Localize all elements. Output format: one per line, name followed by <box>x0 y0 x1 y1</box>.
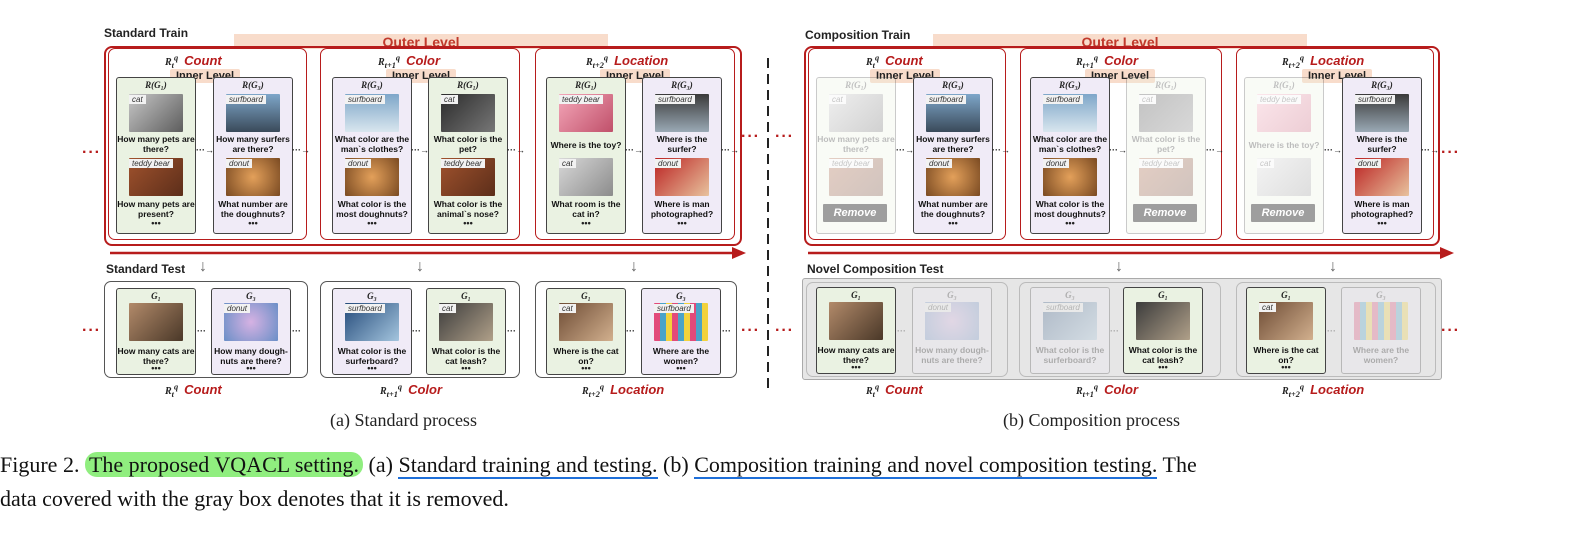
remove-badge: Remove <box>1251 204 1315 222</box>
test-card: G₁ What color is the cat leash? ••• <box>1123 287 1203 374</box>
removed-test-card: G₃ surfboard What color is the surferboa… <box>1030 287 1110 374</box>
test-gray-region <box>802 278 1442 380</box>
removed-test-card: G₃ Where are the women? <box>1341 287 1421 374</box>
subcaption-composition: (b) Composition process <box>1003 410 1180 430</box>
standard-test-title: Standard Test <box>106 262 186 276</box>
test-card: G₁ How many cats are there? ••• <box>816 287 896 374</box>
divider-dashed <box>767 58 769 388</box>
down-arrow-icon: ↓ <box>630 258 638 275</box>
ellipsis-right-panel-test-end: ··· <box>1441 322 1460 339</box>
composition-train-title: Composition Train <box>805 28 911 42</box>
train-card: R(G₃) surfboard What color are the man`s… <box>332 77 412 234</box>
test-box-color-right <box>1019 282 1221 377</box>
train-card: R(G₃) surfboard Where is the surfer? don… <box>642 77 722 234</box>
caption-highlight: The proposed VQACL setting. <box>84 452 364 477</box>
ellipsis-right-test: ··· <box>741 322 760 339</box>
caption-part-b: Composition training and novel compositi… <box>694 452 1158 479</box>
remove-badge: Remove <box>823 204 887 222</box>
test-card: G₁ How many cats are there? ••• <box>116 288 196 375</box>
test-box-location-right <box>1236 282 1436 377</box>
ellipsis-right-panel-test-start: ··· <box>775 322 794 339</box>
ellipsis-left: ··· <box>82 144 101 161</box>
down-arrow-icon: ↓ <box>1329 258 1337 275</box>
timeline-arrow-left <box>110 247 746 259</box>
ellipsis-left-test: ··· <box>82 322 101 339</box>
train-card: R(G₃) surfboard What color are the man`s… <box>1030 77 1110 234</box>
figure-caption-line2: data covered with the gray box denotes t… <box>0 486 509 511</box>
outer-level-box-left <box>104 46 742 246</box>
ellipsis-right-panel-start: ··· <box>775 128 794 145</box>
timeline-arrow-right <box>808 247 1454 259</box>
subcaption-standard: (a) Standard process <box>330 410 477 430</box>
test-card: G₁ cat Where is the cat on? ••• <box>1246 287 1326 374</box>
removed-test-card: G₃ donut How many dough-nuts are there? <box>912 287 992 374</box>
outer-level-box-right <box>804 46 1440 246</box>
train-card: R(G₁) cat How many pets are there? teddy… <box>116 77 196 234</box>
test-card: G₁ cat What color is the cat leash? ••• <box>426 288 506 375</box>
standard-train-title: Standard Train <box>104 26 189 40</box>
ellipsis-right-end: ··· <box>1441 144 1460 161</box>
test-card: G₃ donut How many dough-nuts are there? … <box>211 288 291 375</box>
train-card: R(G₃) surfboard How many surfers are the… <box>913 77 993 234</box>
test-box-count-right <box>806 282 1008 377</box>
train-card: R(G₃) surfboard How many surfers are the… <box>213 77 293 234</box>
train-card: R(G₁) teddy bear Where is the toy? cat W… <box>546 77 626 234</box>
down-arrow-icon: ↓ <box>1115 258 1123 275</box>
caption-part-a: Standard training and testing. <box>398 452 658 479</box>
down-arrow-icon: ↓ <box>416 258 424 275</box>
down-arrow-icon: ↓ <box>199 258 207 275</box>
test-card: G₃ surfboard What color is the surferboa… <box>332 288 412 375</box>
test-card: G₁ cat Where is the cat on? ••• <box>546 288 626 375</box>
test-card: G₃ surfboard Where are the women? ••• <box>641 288 721 375</box>
figure-label: Figure 2. <box>0 452 80 477</box>
ellipsis-mid-left: ··· <box>741 128 760 145</box>
train-card: R(G₃) surfboard Where is the surfer? don… <box>1342 77 1422 234</box>
novel-composition-test-title: Novel Composition Test <box>807 262 944 276</box>
figure-caption-line1: Figure 2. The proposed VQACL setting. (a… <box>0 452 1197 479</box>
remove-badge: Remove <box>1133 204 1197 222</box>
train-card: R(G₁) cat What color is the pet? teddy b… <box>428 77 508 234</box>
